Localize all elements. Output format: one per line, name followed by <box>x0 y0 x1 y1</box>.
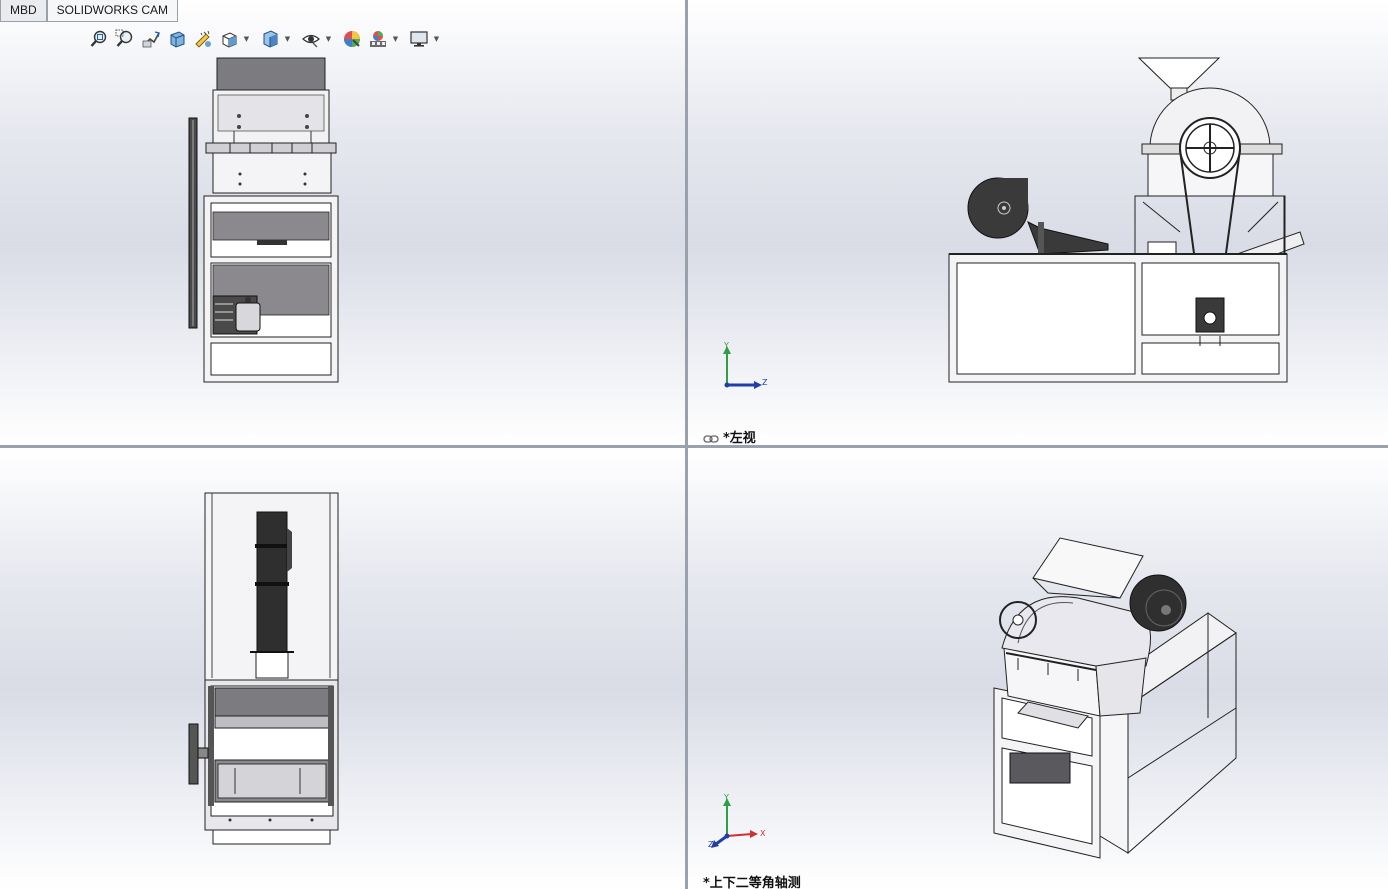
view-orientation-dropdown-icon[interactable]: ▼ <box>243 35 250 43</box>
viewport-top-view[interactable] <box>0 448 685 889</box>
viewport-dimetric-view[interactable]: Y X Z *上下二等角轴测 <box>688 448 1388 889</box>
apply-scene-dropdown-icon[interactable]: ▼ <box>392 35 399 43</box>
triad-z-label: Z <box>762 378 768 387</box>
view-name-left: *左视 <box>723 431 756 445</box>
edit-appearance-icon[interactable] <box>339 28 365 50</box>
front-view-drawing <box>188 57 339 383</box>
previous-view-icon[interactable] <box>138 28 164 50</box>
zoom-to-area-icon[interactable] <box>112 28 138 50</box>
triad-z-label: Z <box>708 840 714 849</box>
view-label-dimetric: *上下二等角轴测 <box>703 872 801 889</box>
section-view-icon[interactable] <box>164 28 190 50</box>
dynamic-annotation-icon[interactable] <box>190 28 216 50</box>
hide-show-dropdown-icon[interactable]: ▼ <box>325 35 332 43</box>
command-tabs: MBD SOLIDWORKS CAM <box>0 0 179 22</box>
triad-left-view: Y Z <box>718 341 778 394</box>
triad-dimetric: Y X Z <box>708 793 778 852</box>
apply-scene-icon[interactable] <box>365 28 391 50</box>
display-style-dropdown-icon[interactable]: ▼ <box>284 35 291 43</box>
hide-show-items-icon[interactable] <box>298 28 324 50</box>
view-label-left: *左视 <box>703 427 756 445</box>
triad-y-label: Y <box>724 793 729 802</box>
top-view-drawing <box>188 492 339 845</box>
viewport-splitter-vertical[interactable] <box>685 0 688 889</box>
view-name-dimetric: *上下二等角轴测 <box>703 876 801 889</box>
dimetric-view-drawing <box>993 537 1237 859</box>
left-view-drawing <box>948 57 1305 383</box>
triad-x-label: X <box>760 829 766 838</box>
viewport-left-view[interactable]: Y Z *左视 <box>688 0 1388 445</box>
view-orientation-icon[interactable] <box>216 28 242 50</box>
tab-mbd[interactable]: MBD <box>0 0 47 22</box>
view-settings-icon[interactable] <box>406 28 432 50</box>
tab-solidworks-cam[interactable]: SOLIDWORKS CAM <box>46 0 179 22</box>
triad-y-label: Y <box>724 341 729 350</box>
viewport-splitter-horizontal[interactable] <box>0 445 1388 448</box>
zoom-to-fit-icon[interactable] <box>86 28 112 50</box>
view-settings-dropdown-icon[interactable]: ▼ <box>433 35 440 43</box>
display-style-icon[interactable] <box>257 28 283 50</box>
viewport-front[interactable]: MBD SOLIDWORKS CAM ▼ ▼ ▼ <box>0 0 685 445</box>
link-view-icon <box>703 434 719 444</box>
heads-up-view-toolbar: ▼ ▼ ▼ ▼ ▼ <box>86 27 441 51</box>
